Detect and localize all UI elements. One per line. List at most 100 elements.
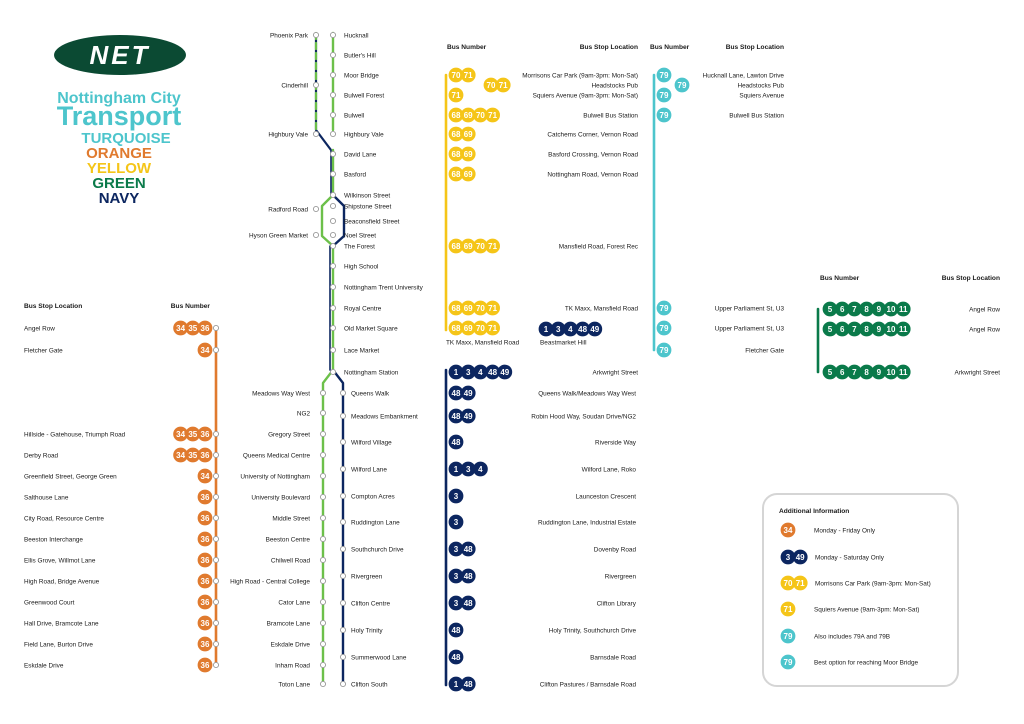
legend-badge-circle: [780, 601, 796, 617]
tram-stop-node-west: [319, 493, 327, 501]
bus-badge-orange-circle: [197, 489, 213, 505]
tram-stop-node: [329, 324, 337, 332]
bus-badge-circle: [497, 364, 513, 380]
tram-stop-name-west: University of Nottingham: [240, 473, 310, 480]
orange-stop-node: [212, 640, 220, 648]
bus-stop-location-turquoise: Upper Parliament St, U3: [715, 325, 785, 332]
orange-stop-location: Eskdale Drive: [24, 662, 64, 669]
bus-badge-circle: [473, 320, 488, 336]
bus-badge-circle: [448, 238, 464, 254]
tram-stop-node: [329, 202, 337, 210]
orange-stop-location: High Road, Bridge Avenue: [24, 578, 100, 585]
bus-badge-green-number: 9: [877, 305, 882, 314]
bus-badge-navy-circle: [460, 385, 476, 401]
bus-stop-location-turquoise: Bulwell Bus Station: [729, 112, 784, 119]
bus-badge-navy-circle: [460, 461, 476, 477]
bus-badge-orange-number: 34: [176, 324, 185, 333]
bus-stop-location: Holy Trinity, Southchurch Drive: [549, 627, 637, 634]
tram-stop-name: Wilkinson Street: [344, 192, 390, 199]
tram-stop-node-west: [312, 130, 320, 138]
tram-stop-name-west: Cinderhill: [281, 82, 308, 89]
tram-stop-node-west: [319, 535, 327, 543]
bus-badge-green-circle: [834, 321, 850, 337]
bus-badge-navy-number: 48: [452, 626, 461, 635]
bus-badge-number: 71: [488, 304, 497, 313]
bus-badge-number: 71: [452, 91, 461, 100]
bus-stop-location: Riverside Way: [595, 439, 637, 446]
tram-loop-east: [332, 194, 346, 247]
bus-badge-orange-number: 36: [201, 493, 210, 502]
tram-stop-name-west: Beeston Centre: [266, 536, 311, 543]
bus-badge-number: 1: [454, 368, 459, 377]
bus-badge-navy-number: 1: [454, 680, 459, 689]
tram-stop-node-west: [319, 680, 327, 688]
bus-badge-circle: [483, 77, 499, 93]
tram-stop-node: [329, 242, 337, 250]
bus-badge-orange-number: 34: [176, 451, 185, 460]
tram-stop-name: Hucknall: [344, 32, 369, 39]
legend-badge-circle: [780, 575, 796, 591]
bus-stop-location: Queens Walk/Meadows Way West: [538, 390, 636, 397]
bus-badge-navy-circle: [473, 461, 488, 477]
bus-badge-number: 49: [500, 368, 509, 377]
header-bus-stop-orange: Bus Stop Location: [24, 303, 82, 310]
bus-stop-location: Ruddington Lane, Industrial Estate: [538, 519, 637, 526]
legend-badge-circle: [780, 522, 796, 538]
bus-badge-navy-number: 48: [452, 438, 461, 447]
tram-stop-node: [339, 572, 347, 580]
tram-line-clifton: [332, 369, 345, 685]
bus-stop-location: Bulwell Bus Station: [583, 112, 638, 119]
bus-badge-navy-circle: [448, 595, 464, 611]
bus-badge-circle: [448, 364, 464, 380]
bus-badge-navy-circle: [448, 568, 464, 584]
bus-badge-circle: [485, 300, 500, 316]
tram-stop-name: Old Market Square: [344, 325, 398, 332]
tram-stop-node-west: [319, 598, 327, 606]
bus-badge-circle: [485, 364, 500, 380]
bus-badge-navy-circle: [460, 408, 476, 424]
legend-badge-number: 79: [784, 632, 793, 641]
bus-badge-green-number: 5: [828, 325, 833, 334]
tram-stop-name: Shipstone Street: [344, 203, 391, 210]
bus-badge-circle: [473, 238, 488, 254]
bus-stop-location: Headstocks Pub: [591, 82, 638, 89]
tram-stop-name-west: Radford Road: [268, 206, 308, 213]
bus-stop-location: Wilford Lane, Roko: [582, 466, 637, 473]
bus-badge-orange-number: 34: [201, 346, 210, 355]
legend-badge-number: 3: [786, 553, 791, 562]
tram-stop-node-west: [312, 31, 320, 39]
bus-badge-number: 68: [452, 304, 461, 313]
bus-badge-orange-circle: [197, 468, 213, 484]
bus-badge-navy-circle: [448, 541, 464, 557]
bus-badge-green-number: 9: [877, 325, 882, 334]
bus-badge-number: 69: [464, 304, 473, 313]
bus-badge-navy-circle: [448, 408, 464, 424]
tram-stop-node: [329, 304, 337, 312]
bus-badge-navy-number: 3: [466, 465, 471, 474]
tram-stop-node: [339, 545, 347, 553]
tram-stop-name: Basford: [344, 171, 366, 178]
bus-badge-navy-number: 48: [452, 389, 461, 398]
bus-badge-green-number: 10: [887, 325, 896, 334]
orange-stop-node: [212, 472, 220, 480]
tram-stop-node: [329, 111, 337, 119]
tram-stop-node: [339, 492, 347, 500]
bus-badge-turquoise-number: 79: [660, 111, 669, 120]
bus-stop-location-turquoise: Hucknall Lane, Lawton Drive: [703, 72, 785, 79]
bus-badge-green-circle: [847, 364, 862, 380]
column-headers: Bus Number Bus Stop Location Bus Number …: [24, 44, 1000, 310]
tram-stop-node-west: [319, 472, 327, 480]
legend-badge-number: 79: [784, 658, 793, 667]
tram-stop-name: Summerwood Lane: [351, 654, 407, 661]
bus-badge-number: 69: [464, 130, 473, 139]
bus-badge-orange-circle: [185, 320, 201, 336]
bus-stop-location: Clifton Library: [597, 600, 637, 607]
legend-badge-circle: [780, 654, 796, 670]
net-logo-text: NET: [90, 40, 151, 70]
bus-badge-turquoise-number: 79: [660, 304, 669, 313]
tram-stop-name: Moor Bridge: [344, 72, 379, 79]
orange-stop-node: [212, 451, 220, 459]
tram-stop-node: [329, 191, 337, 199]
bus-badge-navy-circle: [563, 321, 578, 337]
bus-badge-green-circle: [859, 301, 874, 317]
